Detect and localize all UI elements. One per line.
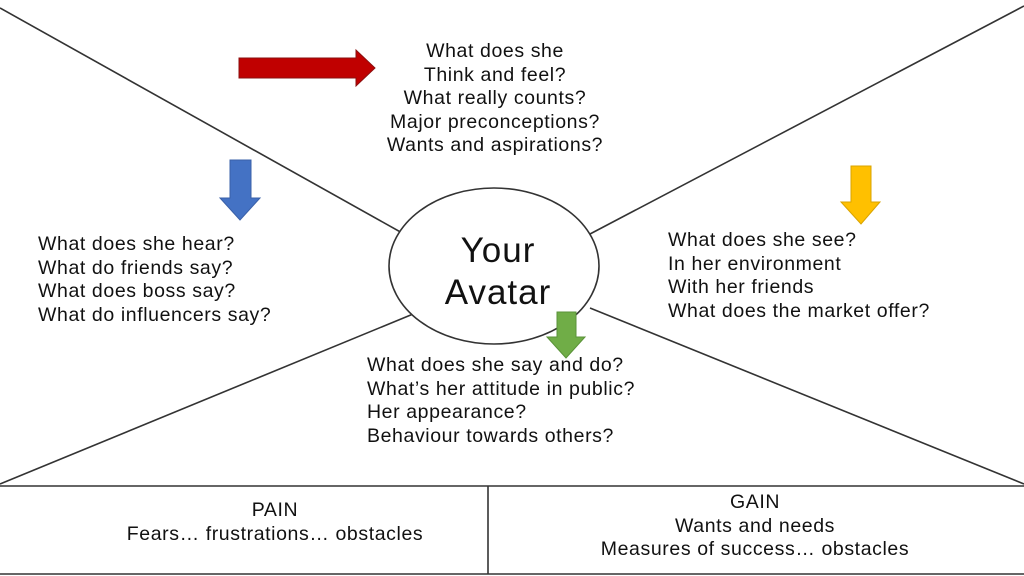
think-feel-line: What does she (426, 40, 564, 62)
avatar-ellipse (388, 187, 600, 345)
think-feel-line: Major preconceptions? (390, 110, 600, 133)
avatar-label-line2: Avatar (444, 273, 552, 312)
say-do-line: What’s her attitude in public? (367, 377, 636, 400)
gain-section: GAIN Wants and needs Measures of success… (545, 491, 965, 562)
arrow-right-icon (238, 48, 376, 88)
diagonal-bottom-left (0, 311, 419, 485)
see-questions: What does she see? In her environment Wi… (668, 229, 930, 323)
gain-title: GAIN (729, 491, 781, 513)
hear-questions: What does she hear? What do friends say?… (38, 233, 271, 327)
see-line: What does she see? (668, 229, 857, 251)
pain-title: PAIN (251, 499, 299, 521)
say-do-line: Her appearance? (367, 401, 527, 423)
hear-line: What does she hear? (38, 233, 235, 255)
diagonal-top-left (0, 7, 405, 235)
see-line: With her friends (668, 276, 815, 298)
gain-line: Measures of success… obstacles (600, 538, 910, 560)
arrow-down-icon (545, 311, 587, 359)
see-line: In her environment (668, 252, 842, 275)
think-feel-questions: What does she Think and feel? What reall… (355, 40, 635, 158)
avatar-label-line1: Your (460, 231, 536, 270)
see-line: What does the market offer? (668, 299, 930, 322)
hear-line: What does boss say? (38, 280, 236, 302)
say-do-line: What does she say and do? (367, 354, 624, 376)
think-feel-line: What really counts? (403, 87, 587, 109)
hear-line: What do friends say? (38, 256, 234, 279)
arrow-down-icon (218, 159, 262, 221)
avatar-label: Your Avatar (398, 230, 598, 314)
diagonal-top-right (589, 5, 1024, 235)
hear-line: What do influencers say? (38, 303, 272, 326)
say-do-questions: What does she say and do? What’s her att… (367, 354, 635, 448)
pain-section: PAIN Fears… frustrations… obstacles (70, 499, 480, 546)
think-feel-line: Wants and aspirations? (386, 134, 604, 156)
pain-subtitle: Fears… frustrations… obstacles (126, 522, 424, 545)
say-do-line: Behaviour towards others? (367, 424, 614, 447)
gain-line: Wants and needs (674, 514, 836, 537)
diagonal-bottom-right (589, 307, 1024, 485)
think-feel-line: Think and feel? (423, 63, 567, 86)
arrow-down-icon (839, 165, 882, 225)
